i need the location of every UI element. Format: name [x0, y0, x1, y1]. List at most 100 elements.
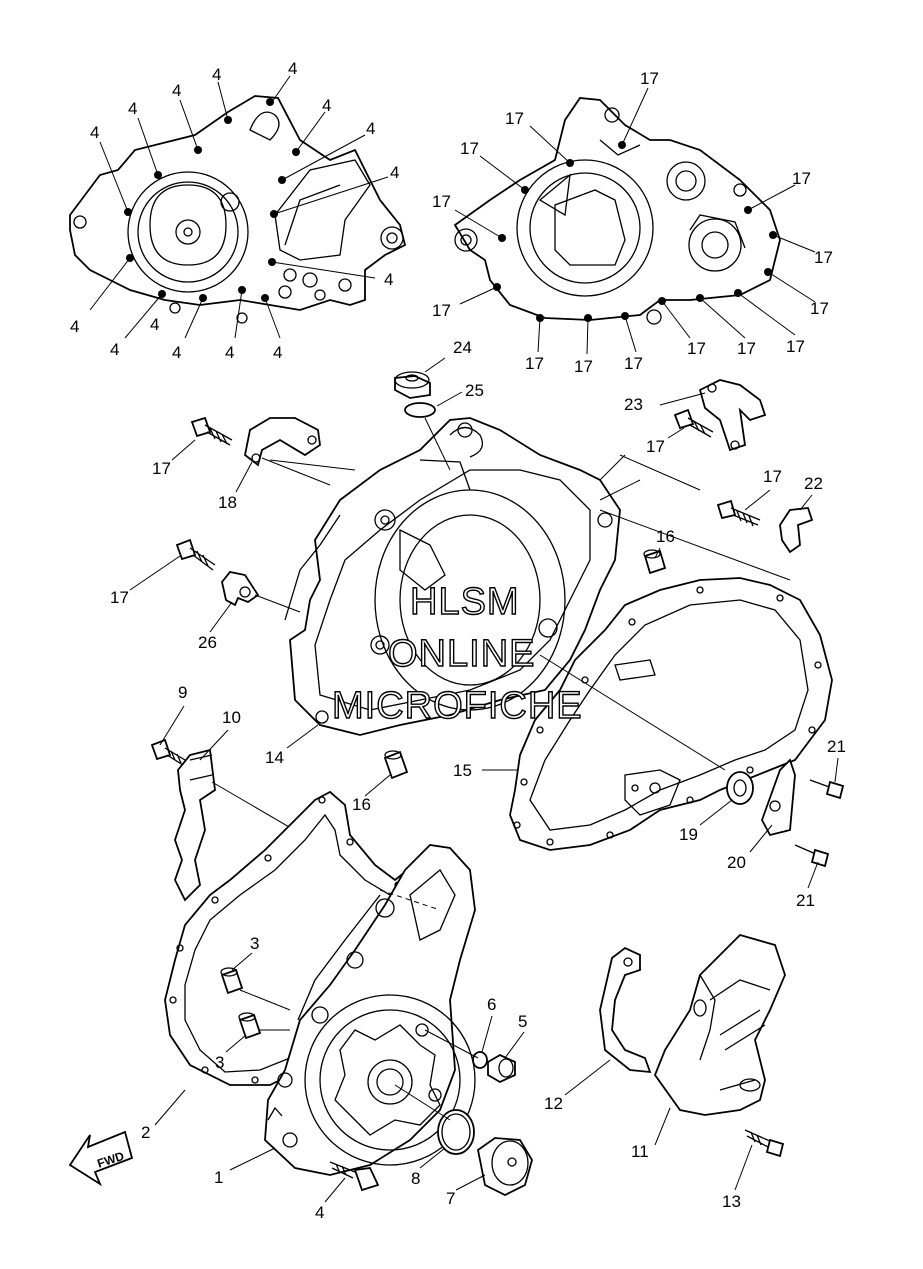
sensor-26 — [221, 571, 260, 607]
guide-23 — [698, 379, 767, 452]
callout-17: 17 — [574, 357, 593, 376]
callout-17: 17 — [525, 354, 544, 373]
screw-21-upper — [809, 779, 845, 800]
callout-labels: 4 4 4 4 4 4 4 4 4 4 4 4 4 4 4 17 17 17 1… — [70, 59, 846, 1222]
right-crankcase-outline — [453, 97, 781, 325]
callout-17: 17 — [646, 437, 665, 456]
callout-8: 8 — [411, 1169, 420, 1188]
callout-21: 21 — [796, 891, 815, 910]
svg-text:MICROFICHE: MICROFICHE — [332, 685, 583, 727]
callout-4: 4 — [70, 317, 79, 336]
callout-17: 17 — [460, 139, 479, 158]
callout-16: 16 — [352, 795, 371, 814]
callout-5: 5 — [518, 1012, 527, 1031]
callout-4: 4 — [225, 343, 234, 362]
callout-4: 4 — [390, 163, 399, 182]
dowel-16-upper — [643, 549, 667, 575]
callout-22: 22 — [804, 474, 823, 493]
callout-4: 4 — [172, 343, 181, 362]
callout-17: 17 — [814, 248, 833, 267]
callout-4: 4 — [288, 59, 297, 78]
gasket-15-holes — [513, 586, 822, 846]
dowel-3-lower — [238, 1012, 262, 1040]
watermark: HLSM ONLINE MICROFICHE — [331, 580, 583, 727]
callout-17: 17 — [110, 588, 129, 607]
callout-17: 17 — [432, 301, 451, 320]
callout-14: 14 — [265, 748, 284, 767]
callout-4: 4 — [366, 119, 375, 138]
callout-17: 17 — [763, 467, 782, 486]
callout-4: 4 — [150, 315, 159, 334]
bolt-4-bottom — [329, 1161, 380, 1192]
callout-16: 16 — [656, 527, 675, 546]
callout-4: 4 — [110, 340, 119, 359]
callout-9: 9 — [178, 683, 187, 702]
callout-26: 26 — [198, 633, 217, 652]
oil-plug-24 — [394, 371, 431, 399]
callout-17: 17 — [152, 459, 171, 478]
callout-17: 17 — [432, 192, 451, 211]
callout-15: 15 — [453, 761, 472, 780]
callout-20: 20 — [727, 853, 746, 872]
o-ring-25 — [404, 402, 436, 418]
callout-4: 4 — [322, 96, 331, 115]
bearing-19 — [726, 771, 754, 805]
callout-4: 4 — [172, 81, 181, 100]
callout-3: 3 — [250, 934, 259, 953]
callout-18: 18 — [218, 493, 237, 512]
dowel-3-upper — [220, 967, 244, 995]
plate-20 — [761, 758, 796, 837]
screw-21-lower — [794, 844, 830, 868]
bolt-17-right-upper — [673, 408, 714, 438]
callout-2: 2 — [141, 1123, 150, 1142]
callout-17: 17 — [505, 109, 524, 128]
callout-21: 21 — [827, 737, 846, 756]
callout-17: 17 — [624, 354, 643, 373]
clamp-22 — [779, 507, 814, 554]
callout-leaders — [129, 357, 839, 1203]
left-leader-lines — [89, 75, 389, 339]
callout-4: 4 — [212, 65, 221, 84]
callout-19: 19 — [679, 825, 698, 844]
callout-7: 7 — [446, 1189, 455, 1208]
callout-17: 17 — [786, 337, 805, 356]
svg-text:HLSM: HLSM — [410, 581, 520, 623]
callout-25: 25 — [465, 381, 484, 400]
callout-17: 17 — [687, 339, 706, 358]
o-ring-6 — [472, 1051, 488, 1069]
callout-6: 6 — [487, 995, 496, 1014]
callout-17: 17 — [640, 69, 659, 88]
bolt-9 — [150, 738, 186, 766]
callout-4: 4 — [90, 123, 99, 142]
generator-cover-1 — [264, 844, 476, 1176]
dowel-16-lower — [383, 750, 409, 780]
callout-13: 13 — [722, 1192, 741, 1211]
right-leader-lines — [454, 87, 816, 355]
bolt-17-left-mid — [175, 538, 216, 571]
sprocket-cover-11 — [653, 933, 786, 1116]
callout-17: 17 — [810, 299, 829, 318]
callout-1: 1 — [214, 1168, 223, 1187]
cover-10 — [174, 748, 216, 902]
svg-text:ONLINE: ONLINE — [388, 633, 535, 675]
callout-4: 4 — [384, 270, 393, 289]
plate-12 — [599, 946, 652, 1074]
o-ring-8 — [437, 1109, 475, 1155]
bracket-18 — [244, 417, 321, 467]
callout-12: 12 — [544, 1094, 563, 1113]
plug-5 — [487, 1053, 516, 1084]
callout-23: 23 — [624, 395, 643, 414]
callout-3: 3 — [215, 1053, 224, 1072]
plug-7 — [477, 1137, 533, 1197]
bolt-13 — [744, 1129, 785, 1158]
crankcase-cover-14 — [284, 417, 621, 736]
bolt-17-right-mid — [716, 499, 761, 527]
callout-17: 17 — [737, 339, 756, 358]
left-crankcase-outline — [69, 95, 407, 324]
callout-11: 11 — [631, 1142, 649, 1161]
callout-4: 4 — [315, 1203, 324, 1222]
fwd-arrow-icon: FWD — [68, 1130, 134, 1187]
callout-10: 10 — [222, 708, 241, 727]
bolt-17-left-upper — [190, 416, 233, 446]
